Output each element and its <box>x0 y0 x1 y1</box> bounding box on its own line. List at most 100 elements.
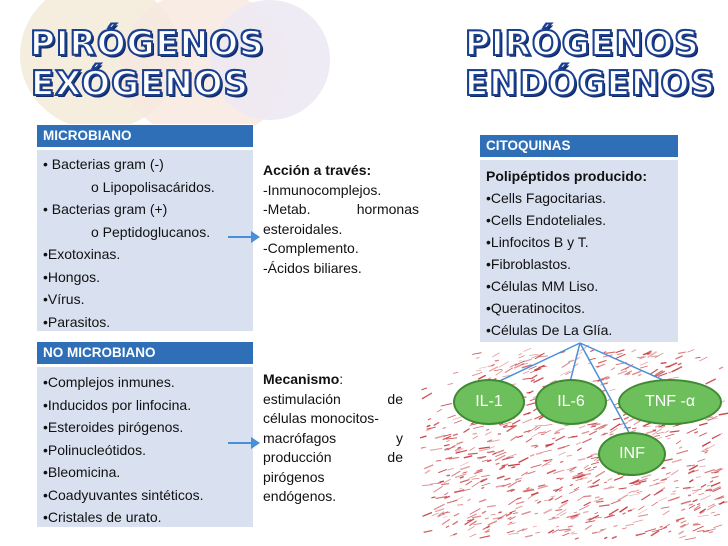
mecanismo-line: endógenos. <box>263 488 337 504</box>
mecanismo-text: Mecanismo: estimulación de células monoc… <box>263 370 403 507</box>
texture-stroke <box>714 495 724 501</box>
texture-stroke <box>521 364 532 369</box>
texture-stroke <box>472 432 478 435</box>
texture-stroke <box>697 529 705 533</box>
texture-stroke <box>564 529 572 533</box>
texture-stroke <box>579 477 588 480</box>
texture-stroke <box>590 349 594 353</box>
list-item: • Bacterias gram (+) <box>43 201 168 217</box>
texture-stroke <box>667 437 671 440</box>
texture-stroke <box>566 454 572 457</box>
list-item: •Queratinocitos. <box>486 300 586 316</box>
texture-stroke <box>585 467 592 471</box>
texture-stroke <box>584 524 592 531</box>
texture-stroke <box>541 460 552 467</box>
texture-stroke <box>619 506 628 513</box>
texture-stroke <box>558 451 566 456</box>
texture-stroke <box>630 483 636 487</box>
texture-stroke <box>693 506 701 511</box>
texture-stroke <box>507 481 518 488</box>
texture-stroke <box>493 449 505 455</box>
texture-stroke <box>670 493 676 495</box>
texture-stroke <box>711 433 721 440</box>
texture-stroke <box>471 515 482 519</box>
title-pirogenos-exogenos: PIRÓGENOS EXÓGENOS <box>29 23 265 105</box>
texture-stroke <box>507 522 516 526</box>
texture-stroke <box>544 463 552 466</box>
texture-stroke <box>586 517 592 521</box>
texture-stroke <box>649 368 659 375</box>
arrow-right <box>228 437 260 449</box>
accion-line: -Ácidos biliares. <box>263 259 362 276</box>
texture-stroke <box>481 486 485 490</box>
texture-stroke <box>548 497 554 502</box>
texture-stroke <box>655 369 664 376</box>
cytokine-label: INF <box>619 445 645 462</box>
texture-stroke <box>692 525 704 532</box>
texture-stroke <box>653 489 664 496</box>
texture-stroke <box>442 435 452 441</box>
texture-stroke <box>495 451 507 457</box>
texture-stroke <box>545 443 553 447</box>
texture-stroke <box>562 532 570 537</box>
texture-stroke <box>471 371 483 377</box>
texture-stroke <box>467 452 478 455</box>
texture-stroke <box>528 365 537 370</box>
texture-stroke <box>522 377 533 380</box>
texture-stroke <box>476 468 483 472</box>
texture-stroke <box>492 352 500 358</box>
texture-stroke <box>626 372 631 376</box>
texture-stroke <box>637 514 649 517</box>
texture-stroke <box>650 355 658 358</box>
connector-line <box>579 342 673 385</box>
texture-stroke <box>494 454 506 462</box>
texture-stroke <box>529 368 541 374</box>
texture-stroke <box>555 509 563 512</box>
texture-stroke <box>688 479 694 483</box>
texture-stroke <box>442 511 451 514</box>
texture-stroke <box>654 435 661 437</box>
texture-stroke <box>592 478 601 485</box>
list-item: •Polinucleótidos. <box>43 441 146 458</box>
texture-stroke <box>630 479 640 485</box>
texture-stroke <box>496 475 505 480</box>
texture-stroke <box>481 474 490 478</box>
texture-stroke <box>686 464 692 467</box>
texture-stroke <box>481 459 489 462</box>
texture-stroke <box>452 433 459 437</box>
texture-stroke <box>477 374 487 380</box>
citoquinas-heading: Polipéptidos producido: <box>486 168 647 184</box>
texture-stroke <box>511 419 521 425</box>
texture-stroke <box>596 363 606 369</box>
texture-stroke <box>531 444 538 447</box>
texture-stroke <box>596 500 604 503</box>
texture-stroke <box>577 457 586 461</box>
title-pirogenos-endogenos: PIRÓGENOS ENDÓGENOS <box>464 23 716 105</box>
texture-stroke <box>521 362 529 366</box>
list-item: •Exotoxinas. <box>43 246 121 262</box>
texture-stroke <box>650 530 660 537</box>
texture-stroke <box>645 429 657 435</box>
texture-stroke <box>608 508 619 516</box>
texture-stroke <box>700 483 707 488</box>
texture-stroke <box>639 356 647 360</box>
texture-stroke <box>635 532 646 536</box>
texture-stroke <box>423 464 434 470</box>
texture-stroke <box>597 528 607 534</box>
texture-stroke <box>541 433 545 435</box>
citoquinas-header: CITOQUINAS <box>479 134 679 158</box>
texture-stroke <box>637 373 642 377</box>
texture-stroke <box>592 466 597 469</box>
texture-stroke <box>443 433 452 437</box>
texture-stroke <box>609 423 621 431</box>
texture-stroke <box>598 426 606 430</box>
texture-stroke <box>444 492 449 496</box>
arrow-right <box>228 231 260 243</box>
texture-stroke <box>546 469 557 475</box>
texture-stroke <box>543 509 553 515</box>
texture-stroke <box>559 460 564 463</box>
texture-stroke <box>693 431 699 434</box>
list-item: •Inducidos por linfocina. <box>43 396 192 413</box>
texture-stroke <box>488 439 500 443</box>
texture-stroke <box>717 496 725 500</box>
